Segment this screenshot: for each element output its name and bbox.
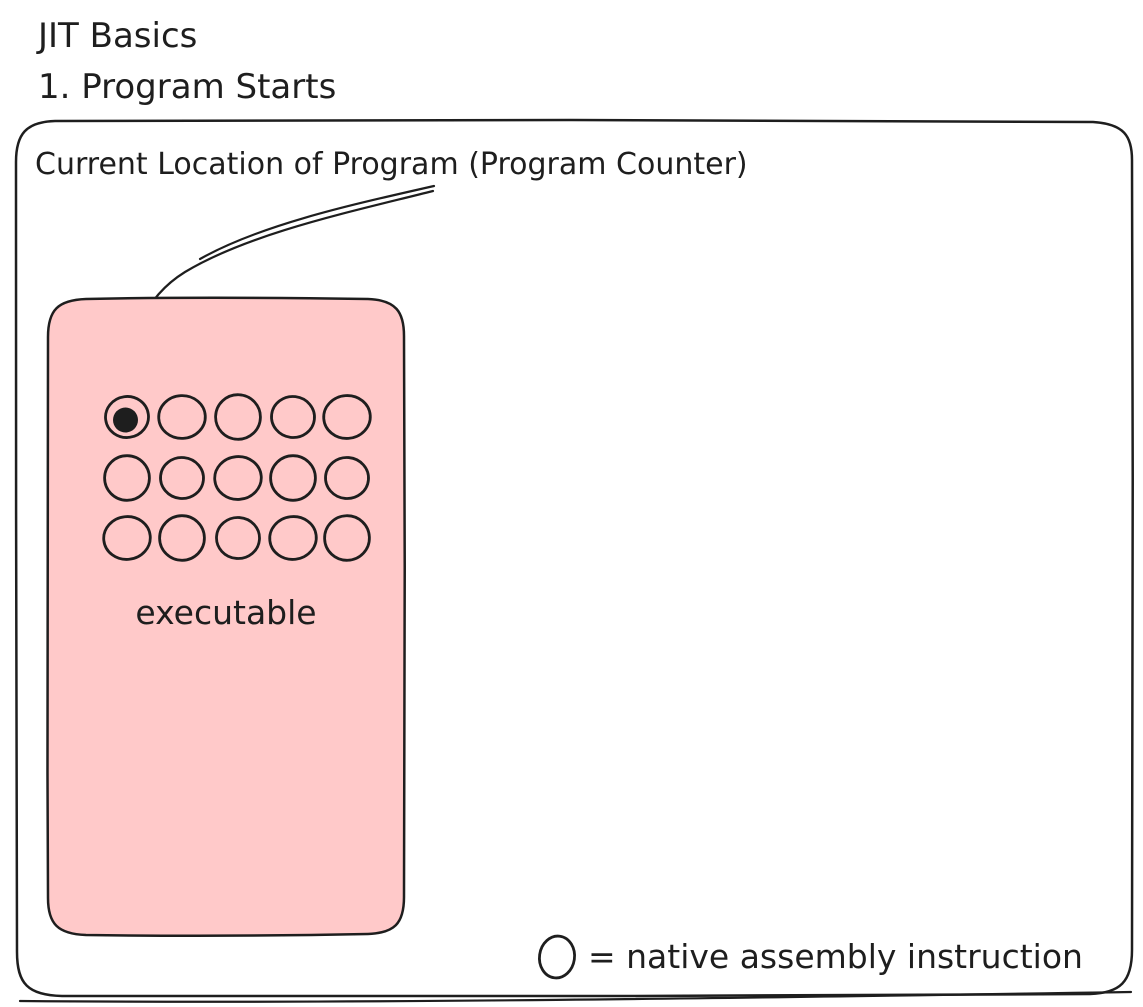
program-counter-label: Current Location of Program (Program Cou… [35, 147, 748, 182]
instruction-circle [270, 395, 316, 439]
legend-text: = native assembly instruction [588, 937, 1083, 976]
instruction-circle [323, 514, 371, 562]
instruction-circle [103, 454, 151, 502]
arrow-sketch-line [198, 184, 436, 261]
page-subtitle-step: 1. Program Starts [38, 67, 336, 107]
diagram-frame [14, 118, 1134, 998]
legend-circle-icon [538, 934, 576, 980]
instruction-circle [214, 393, 262, 441]
instruction-circle [213, 455, 263, 501]
frame-sketch-line [18, 990, 1133, 1003]
instruction-circle [157, 394, 207, 440]
instruction-circle [268, 515, 318, 561]
instruction-circle [215, 516, 261, 560]
instruction-grid [102, 393, 372, 562]
program-counter-dot [113, 407, 138, 433]
instruction-circle [158, 514, 206, 562]
instruction-circle [102, 515, 152, 561]
executable-label: executable [135, 593, 316, 632]
instruction-circle [322, 394, 372, 440]
page-title: JIT Basics [36, 16, 197, 56]
legend: = native assembly instruction [538, 934, 1083, 980]
instruction-circle [324, 456, 370, 500]
instruction-circle [159, 456, 205, 500]
instruction-circle [104, 395, 150, 439]
instruction-circle [269, 454, 317, 502]
